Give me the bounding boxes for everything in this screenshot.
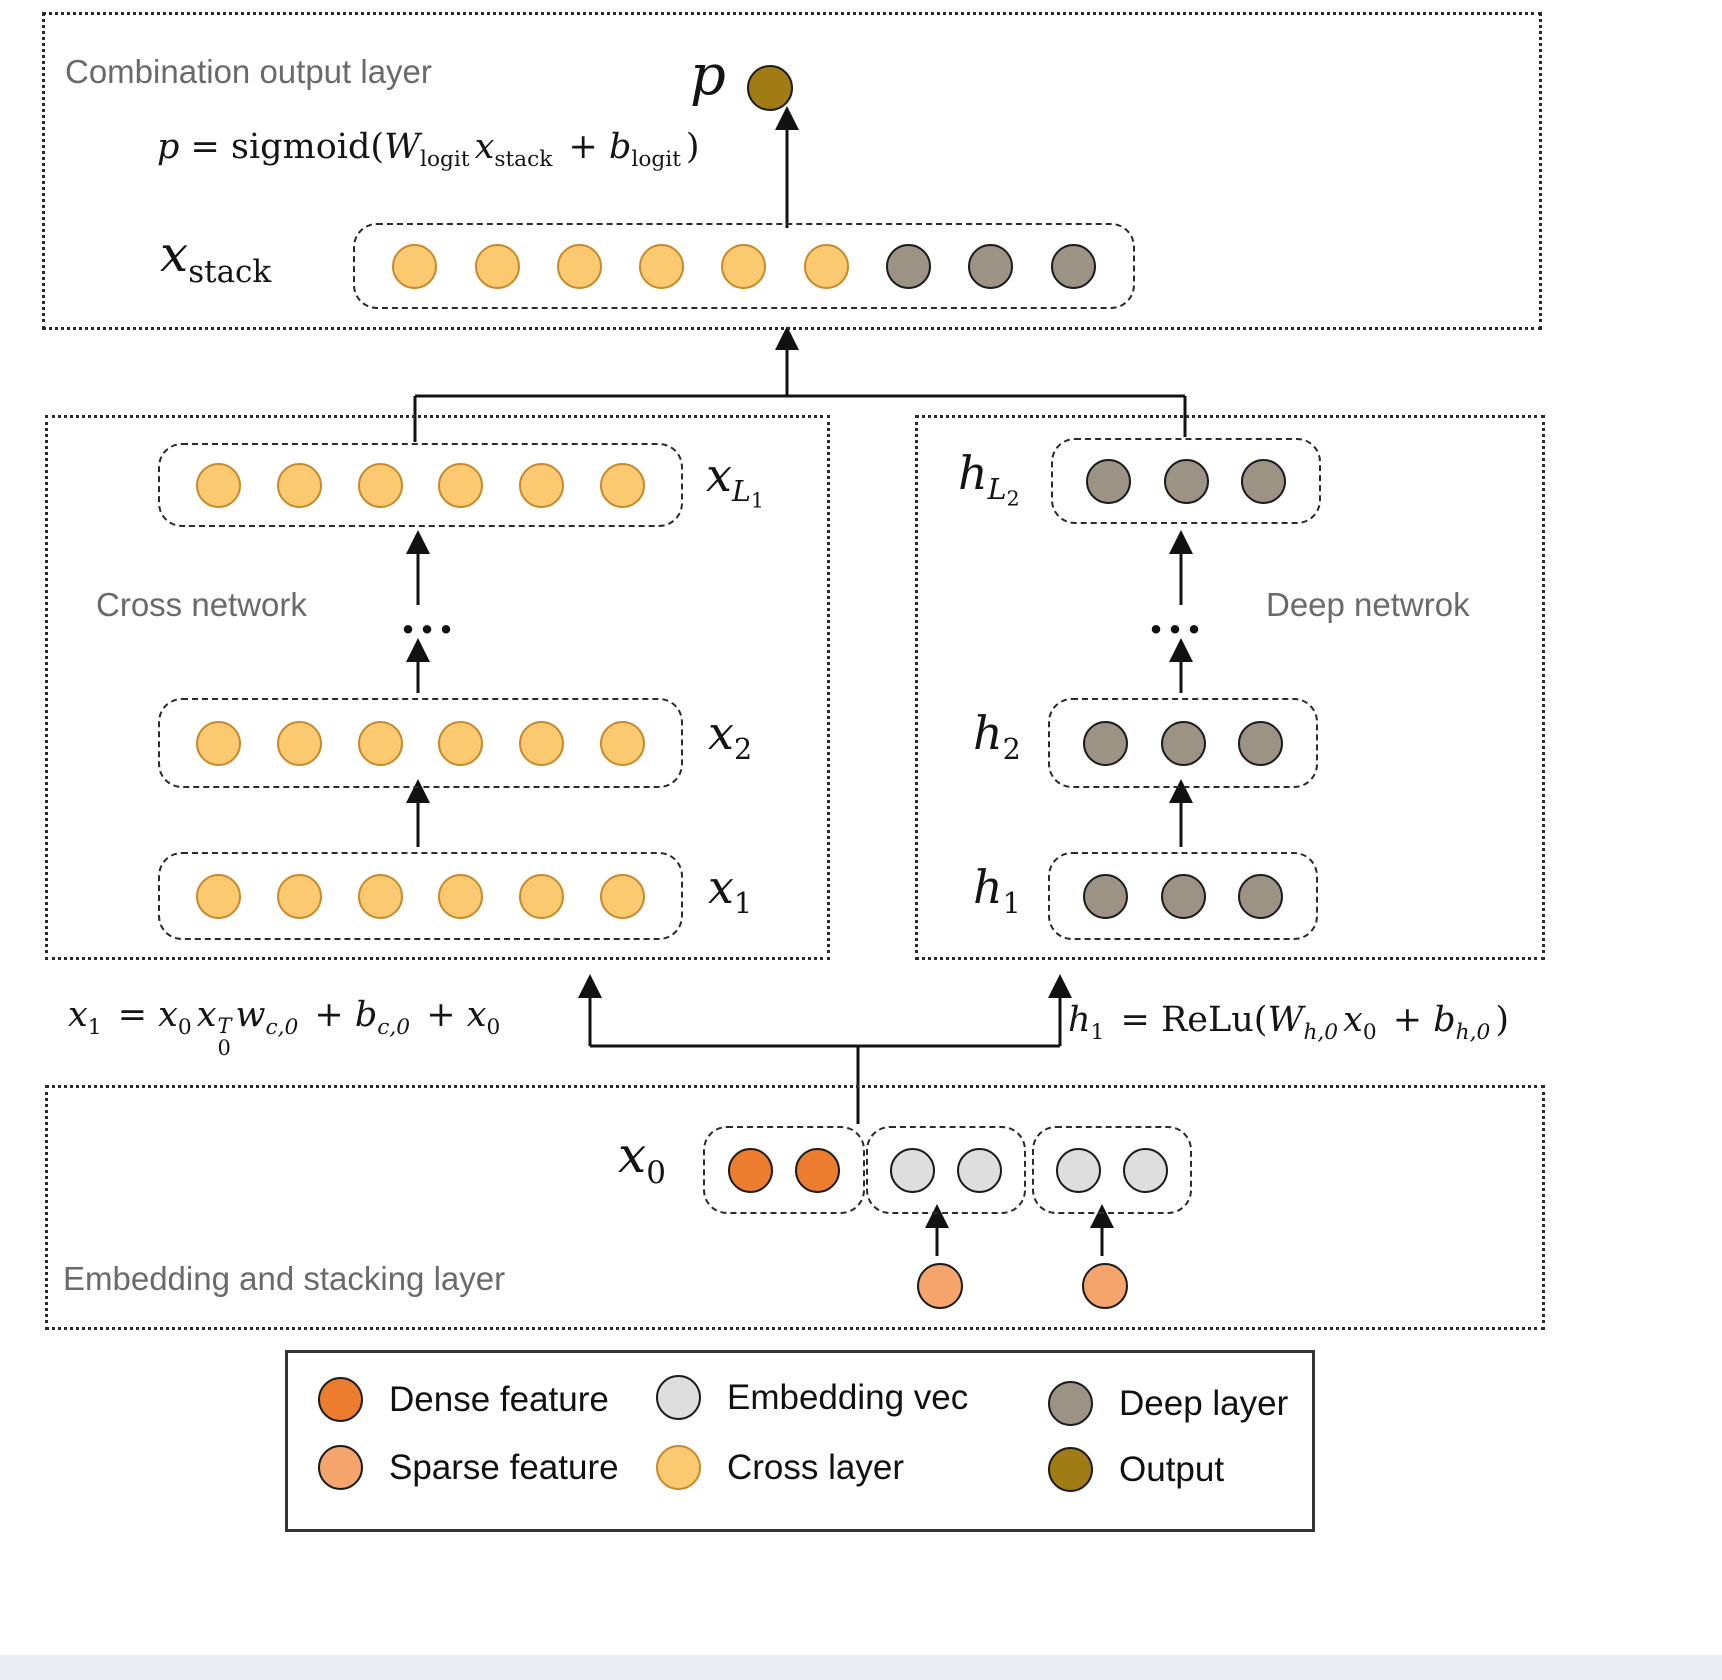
deep-node: [1160, 873, 1206, 919]
combination-output-layer-box: Combination output layer p p = sigmoid(W…: [42, 12, 1542, 330]
x-stack-label: xstack: [160, 225, 272, 290]
deep-node: [1160, 720, 1206, 766]
sparse-legend-swatch: [318, 1445, 363, 1490]
legend-label: Dense feature: [389, 1379, 609, 1419]
cross-node: [556, 243, 602, 289]
deep-node: [1238, 720, 1284, 766]
cross-node: [195, 720, 241, 766]
cross-node: [438, 720, 484, 766]
bottom-edge-strip: [0, 1655, 1722, 1680]
deep-network-box: hL2 Deep netwrok ... h2 h1: [915, 415, 1545, 960]
embedding-node: [890, 1147, 935, 1193]
deep-ellipsis: ...: [1148, 590, 1206, 644]
cross-node: [276, 462, 322, 508]
legend-box: Dense feature Embedding vec Deep layer S…: [285, 1350, 1315, 1532]
cross-node: [438, 873, 484, 919]
h2-label: h2: [973, 706, 1021, 767]
embedding-node: [1123, 1147, 1168, 1193]
deep-node: [1050, 243, 1096, 289]
legend-label: Deep layer: [1119, 1383, 1289, 1423]
embedding-node: [957, 1147, 1002, 1193]
output-legend-swatch: [1048, 1447, 1093, 1492]
cross-node: [276, 873, 322, 919]
x0-label: x0: [618, 1126, 666, 1191]
legend-item-embedding: Embedding vec: [656, 1375, 968, 1420]
cross-node: [519, 873, 565, 919]
cross-node: [195, 873, 241, 919]
legend-label: Output: [1119, 1449, 1225, 1489]
legend-item-dense: Dense feature: [318, 1377, 609, 1422]
x1-vector: [158, 852, 683, 940]
cross-node: [600, 720, 646, 766]
cross-node: [721, 243, 767, 289]
dense-node: [795, 1147, 841, 1193]
legend-label: Cross layer: [727, 1447, 904, 1487]
sparse-feature-node: [1082, 1263, 1128, 1309]
deep-node: [1163, 458, 1209, 504]
hL2-label: hL2: [958, 446, 1020, 511]
sparse-feature-node: [917, 1263, 963, 1309]
cross-node: [803, 243, 849, 289]
output-node: [747, 65, 793, 111]
cross-node: [474, 243, 520, 289]
x0-embedding-vector-2: [1032, 1126, 1192, 1214]
deep-node: [1085, 458, 1131, 504]
cross-node: [392, 243, 438, 289]
hL2-vector: [1051, 438, 1321, 524]
deep-node: [1082, 873, 1128, 919]
cross-network-label: Cross network: [96, 586, 307, 623]
embedding-node: [1056, 1147, 1101, 1193]
embedding-layer-label: Embedding and stacking layer: [63, 1260, 506, 1297]
deep-node: [1082, 720, 1128, 766]
embedding-legend-swatch: [656, 1375, 701, 1420]
cross-node: [519, 462, 565, 508]
cross-node: [600, 462, 646, 508]
x1-label: x1: [708, 860, 753, 921]
embedding-stacking-layer-box: x0 Embedding and stacking layer: [45, 1085, 1545, 1330]
cross-node: [600, 873, 646, 919]
cross-node: [639, 243, 685, 289]
h1-vector: [1048, 852, 1318, 940]
x-stack-vector: [353, 223, 1135, 309]
legend-item-sparse: Sparse feature: [318, 1445, 619, 1490]
cross-node: [357, 873, 403, 919]
h1-label: h1: [973, 860, 1021, 921]
legend-item-output: Output: [1048, 1447, 1224, 1492]
deep-network-label: Deep netwrok: [1266, 586, 1470, 623]
cross-node: [357, 462, 403, 508]
cross-node: [519, 720, 565, 766]
xL1-label: xL1: [706, 448, 764, 513]
h2-vector: [1048, 698, 1318, 788]
cross-node: [438, 462, 484, 508]
dense-node: [727, 1147, 773, 1193]
xL1-vector: [158, 443, 683, 527]
x2-label: x2: [708, 706, 753, 767]
deep-node: [1241, 458, 1287, 504]
deep-legend-swatch: [1048, 1381, 1093, 1426]
legend-item-deep: Deep layer: [1048, 1381, 1288, 1426]
legend-label: Sparse feature: [389, 1447, 619, 1487]
legend-item-cross: Cross layer: [656, 1445, 904, 1490]
combination-layer-label: Combination output layer: [65, 53, 432, 90]
x2-vector: [158, 698, 683, 788]
dense-legend-swatch: [318, 1377, 363, 1422]
legend-label: Embedding vec: [727, 1377, 969, 1417]
x0-embedding-vector-1: [866, 1126, 1026, 1214]
deep-node: [886, 243, 932, 289]
cross-legend-swatch: [656, 1445, 701, 1490]
cross-node: [195, 462, 241, 508]
cross-ellipsis: ...: [400, 590, 458, 644]
p-output-label: p: [690, 43, 726, 108]
x0-dense-vector: [703, 1126, 865, 1214]
cross-node: [276, 720, 322, 766]
deep-node: [1238, 873, 1284, 919]
cross-network-box: xL1 Cross network ... x2 x1: [45, 415, 830, 960]
cross-node: [357, 720, 403, 766]
deep-node: [968, 243, 1014, 289]
